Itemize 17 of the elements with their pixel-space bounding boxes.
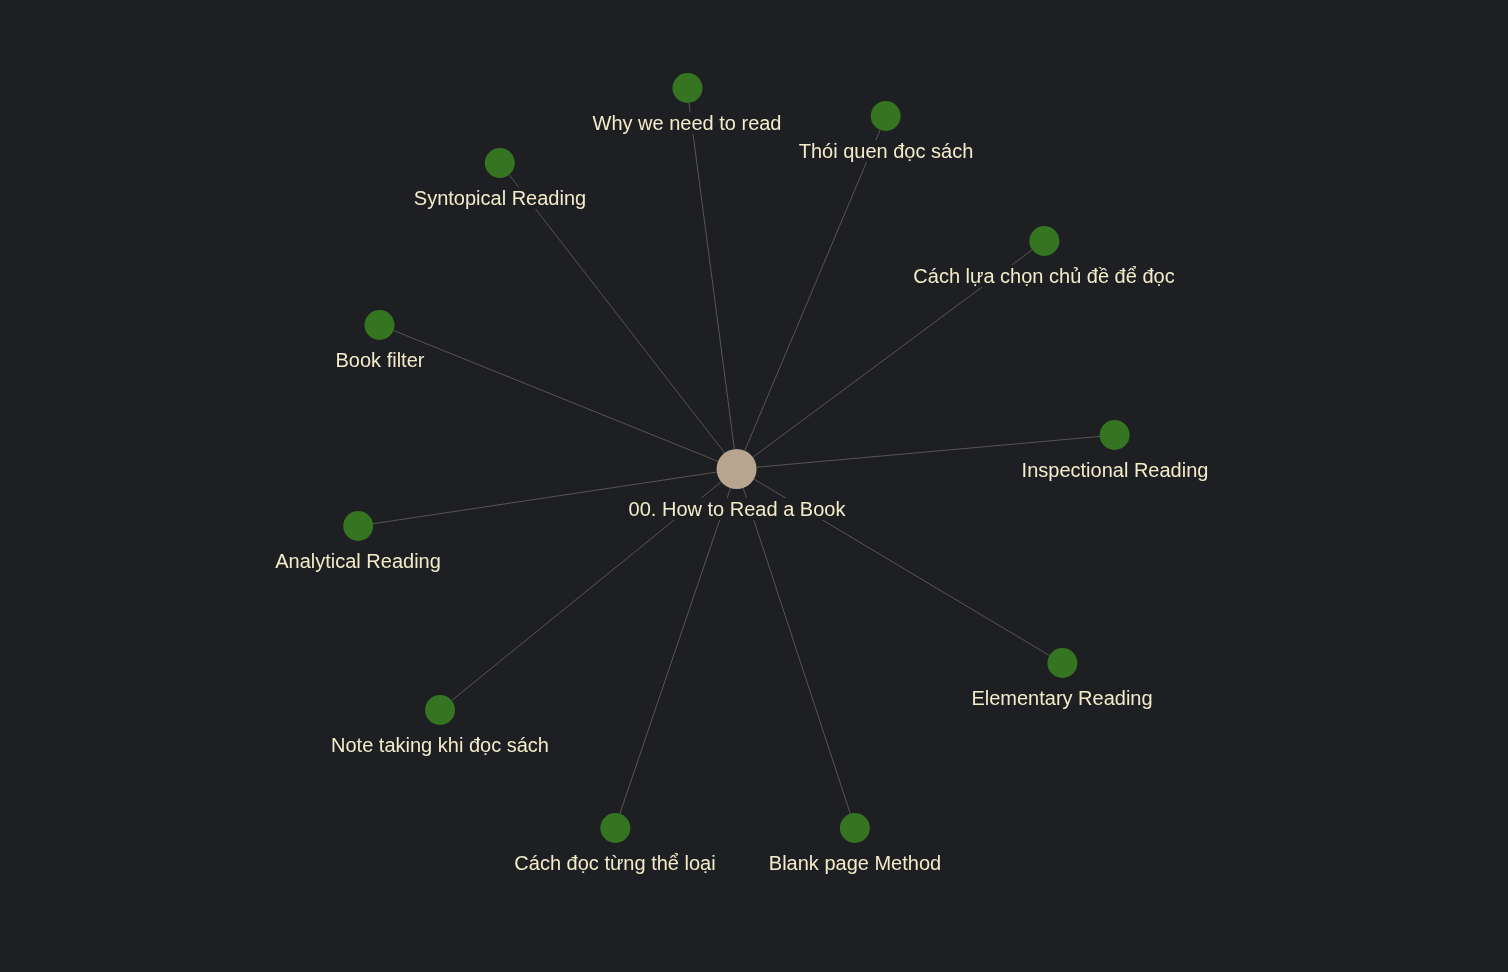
link-line <box>372 471 718 525</box>
link-line <box>752 249 1033 458</box>
node-label: 00. How to Read a Book <box>626 498 848 520</box>
link-line <box>393 330 719 462</box>
node-label: Why we need to read <box>590 112 784 134</box>
node-label: Cách lựa chọn chủ đề để đọc <box>911 265 1177 287</box>
node-label: Thói quen đọc sách <box>796 140 976 162</box>
link-line <box>756 435 1101 468</box>
link-line <box>619 487 732 815</box>
link-line <box>742 487 851 815</box>
node-label: Analytical Reading <box>273 550 443 572</box>
node-label: Note taking khi đọc sách <box>329 734 551 756</box>
link-line <box>688 102 735 450</box>
link-line <box>744 129 881 452</box>
node-label: Cách đọc từng thể loại <box>512 852 718 874</box>
link-line <box>508 174 726 454</box>
link-line <box>451 481 722 702</box>
